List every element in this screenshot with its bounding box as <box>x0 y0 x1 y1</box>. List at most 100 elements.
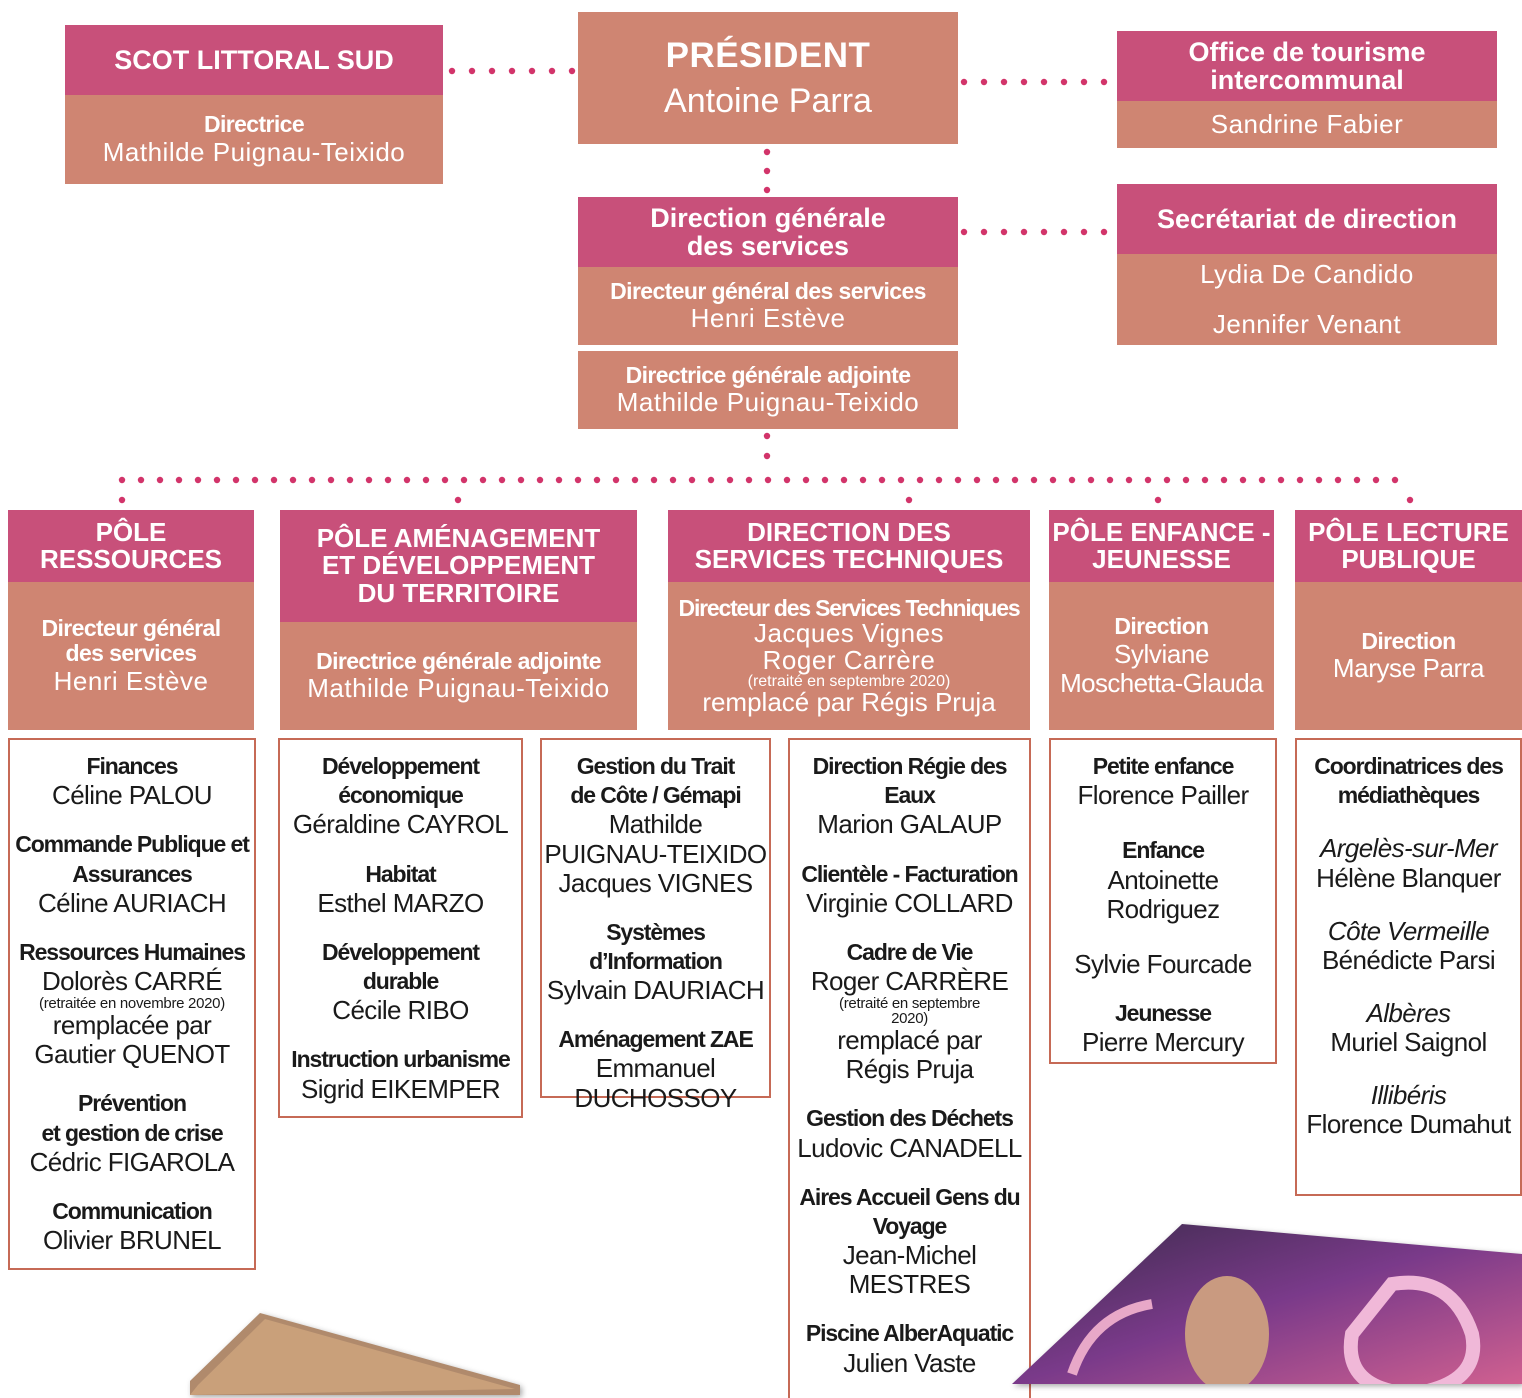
scot-name: Mathilde Puignau-Teixido <box>102 136 406 167</box>
connector-dot <box>916 476 924 484</box>
person-name: Florence Pailler <box>1077 780 1249 811</box>
service-title: Commande Publique et <box>15 831 250 858</box>
connector-dot <box>479 476 487 484</box>
connector-dot <box>707 476 715 484</box>
connector-dot <box>1334 476 1342 484</box>
pole-lecture-role: Direction <box>1361 627 1456 654</box>
person-name: Antoinette <box>1107 864 1219 895</box>
pole-ressources-name: Henri Estève <box>53 666 209 697</box>
service-title: Aires Accueil Gens du <box>799 1183 1020 1210</box>
connector-dot <box>1011 476 1019 484</box>
dgs-deputy-role: Directrice générale adjointe <box>625 361 911 388</box>
connector-dot <box>1068 476 1076 484</box>
connector-dot <box>308 476 316 484</box>
person-name: Dolorès CARRÉ <box>41 966 223 997</box>
connector-dot <box>1258 476 1266 484</box>
person-name: Ludovic CANADELL <box>797 1132 1022 1163</box>
president-name: Antoine Parra <box>664 81 872 120</box>
service-title: Gestion du Trait <box>576 753 736 779</box>
service-title: de Côte / Gémapi <box>570 782 741 809</box>
person-name: Régis Pruja <box>845 1054 974 1085</box>
connector-dot <box>980 228 988 236</box>
dst-note: (retraité en septembre 2020) <box>747 672 951 690</box>
secretariat-header: Secrétariat de direction <box>1117 184 1497 254</box>
person-name: Mathilde <box>608 809 703 840</box>
connector-dot <box>763 186 771 194</box>
connector-dot <box>1020 78 1028 86</box>
connector-dot <box>905 496 913 504</box>
connector-dot <box>365 476 373 484</box>
connector-dot <box>763 148 771 156</box>
connector-dot <box>1020 228 1028 236</box>
pole-lecture-title-2: PUBLIQUE <box>1341 544 1476 574</box>
pole-amenagement-name: Mathilde Puignau-Teixido <box>307 673 610 704</box>
person-name: Jacques VIGNES <box>558 867 754 898</box>
dgs-director-box: Directeur général des services Henri Est… <box>578 267 958 345</box>
connector-dot <box>897 476 905 484</box>
connector-dot <box>1201 476 1209 484</box>
connector-dot <box>1125 476 1133 484</box>
dgs-title-line2: des services <box>686 231 850 261</box>
connector-dot <box>574 476 582 484</box>
scot-title: SCOT LITTORAL SUD <box>114 44 394 75</box>
connector-dot <box>763 167 771 175</box>
president-title: PRÉSIDENT <box>665 36 871 76</box>
service-title: Enfance <box>1122 837 1205 864</box>
person-name: Cédric FIGAROLA <box>29 1146 235 1177</box>
connector-dot <box>468 67 476 75</box>
person-name: MESTRES <box>848 1269 971 1300</box>
dgs-name: Henri Estève <box>690 303 846 334</box>
connector-dot <box>763 432 771 440</box>
service-title: Développement <box>322 753 480 779</box>
site-name: Albères <box>1366 997 1452 1028</box>
connector-dot <box>1060 228 1068 236</box>
connector-dot <box>973 476 981 484</box>
connector-dot <box>175 476 183 484</box>
connector-dot <box>954 476 962 484</box>
connector-dot <box>1106 476 1114 484</box>
connector-dot <box>1000 228 1008 236</box>
site-name: Côte Vermeille <box>1327 915 1490 946</box>
connector-dot <box>384 476 392 484</box>
person-name: Marion GALAUP <box>817 809 1002 840</box>
pole-enfance-role: Direction <box>1114 613 1209 640</box>
enfance-entry: Sylvie Fourcade <box>1074 949 1252 979</box>
dst-title-1: DIRECTION DES <box>747 516 951 547</box>
person-name: Virginie COLLARD <box>806 887 1013 918</box>
site-name: Argelès-sur-Mer <box>1320 833 1498 864</box>
connector-dot <box>232 476 240 484</box>
pole-enfance-title-1: PÔLE ENFANCE - <box>1052 516 1271 547</box>
office-name: Sandrine Fabier <box>1210 108 1404 139</box>
connector-dot <box>536 476 544 484</box>
pole-ressources-role-1: Directeur général <box>41 614 222 641</box>
connector-dot <box>1391 476 1399 484</box>
dst-title-2: SERVICES TECHNIQUES <box>694 544 1004 574</box>
connector-dot <box>669 476 677 484</box>
connector-dot <box>460 476 468 484</box>
connector-dot <box>1154 496 1162 504</box>
connector-dot <box>1277 476 1285 484</box>
service-title: Cadre de Vie <box>846 938 974 965</box>
connector-dot <box>1080 228 1088 236</box>
connector-dot <box>1100 228 1108 236</box>
dgs-deputy-name: Mathilde Puignau-Teixido <box>616 387 920 418</box>
service-title: Finances <box>86 753 179 779</box>
service-title: Systèmes d’Information <box>589 918 723 974</box>
connector-dot <box>859 476 867 484</box>
pole-lecture-title-1: PÔLE LECTURE <box>1308 516 1509 547</box>
connector-dot <box>441 476 449 484</box>
service-title: Gestion des Déchets <box>806 1105 1014 1132</box>
connector-dot <box>270 476 278 484</box>
dst-role: Directeur des Services Techniques <box>678 594 1021 621</box>
secretariat-title: Secrétariat de direction <box>1156 203 1458 234</box>
connector-dot <box>1060 78 1068 86</box>
person-name: Emmanuel <box>595 1053 716 1084</box>
connector-dot <box>802 476 810 484</box>
